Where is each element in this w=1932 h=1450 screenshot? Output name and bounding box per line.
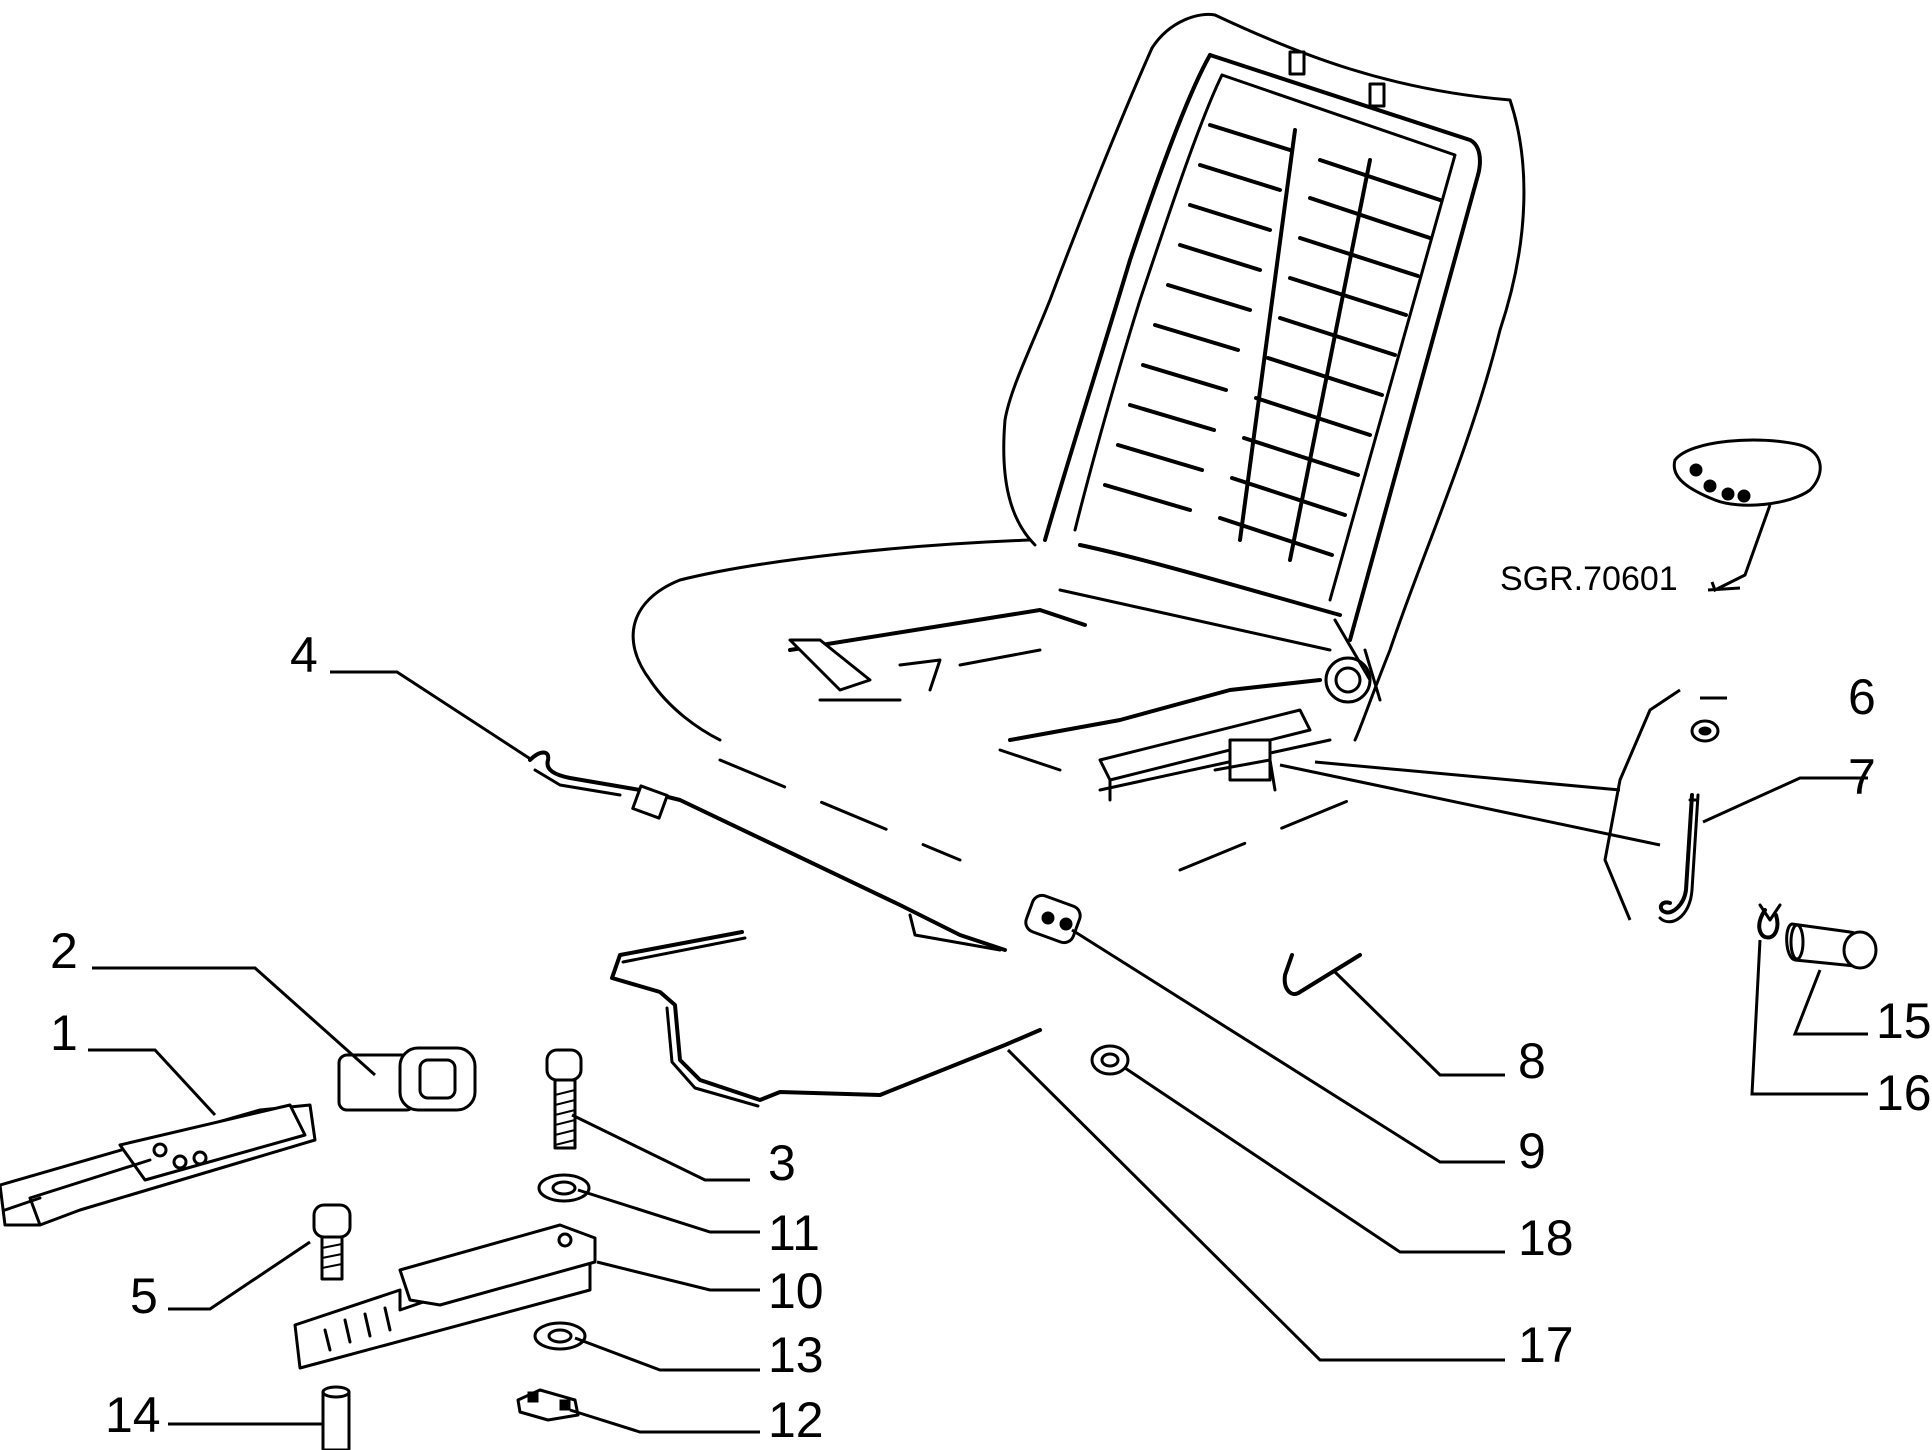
part-16-clip-ring — [1757, 903, 1782, 940]
part-3-bolt — [545, 1048, 583, 1150]
callout-numbers: 1 2 3 4 5 6 7 8 9 10 11 12 13 14 15 16 1… — [50, 627, 1932, 1448]
leader-lines — [88, 670, 1868, 1434]
callout-1: 1 — [50, 1005, 78, 1061]
callout-4: 4 — [290, 627, 318, 683]
callout-5: 5 — [130, 1268, 158, 1324]
part-15-pin — [1785, 922, 1878, 970]
callout-18: 18 — [1518, 1210, 1574, 1266]
part-17-wire-lever — [610, 930, 1042, 1108]
callout-11: 11 — [768, 1205, 820, 1261]
callout-13: 13 — [768, 1327, 824, 1383]
callout-7: 7 — [1848, 749, 1876, 805]
part-1-slide-rail — [0, 1103, 317, 1227]
part-10-lower-slide — [293, 1223, 597, 1370]
part-5-bolt — [312, 1203, 352, 1281]
seat-frame-assembly — [631, 12, 1526, 872]
callout-2: 2 — [50, 923, 78, 979]
part-6-nut — [1690, 719, 1720, 743]
part-12-clip — [516, 1388, 580, 1422]
callout-15: 15 — [1876, 993, 1932, 1049]
part-7-hook-bolt — [1658, 793, 1700, 924]
part-9-clip — [1024, 893, 1082, 945]
callout-17: 17 — [1518, 1317, 1574, 1373]
part-14-spacer — [321, 1385, 351, 1450]
assembly-bracket — [1603, 688, 1681, 921]
callout-3: 3 — [768, 1135, 796, 1191]
callout-8: 8 — [1518, 1033, 1546, 1089]
callout-9: 9 — [1518, 1123, 1546, 1179]
part-2-latch — [337, 1046, 477, 1112]
part-18-washer — [1090, 1044, 1130, 1076]
callout-10: 10 — [768, 1263, 824, 1319]
part-13-washer — [533, 1321, 587, 1351]
part-8-bent-clip — [1282, 953, 1362, 996]
headrest-detail: SGR.70601 — [1500, 438, 1822, 598]
part-11-washer — [537, 1173, 591, 1203]
callout-12: 12 — [768, 1392, 824, 1448]
callout-6: 6 — [1848, 669, 1876, 725]
reference-code-label: SGR.70601 — [1500, 560, 1678, 598]
callout-14: 14 — [105, 1387, 161, 1443]
callout-16: 16 — [1876, 1065, 1932, 1121]
part-4-release-rod — [528, 750, 1007, 952]
backrest-slats — [1103, 123, 1442, 562]
